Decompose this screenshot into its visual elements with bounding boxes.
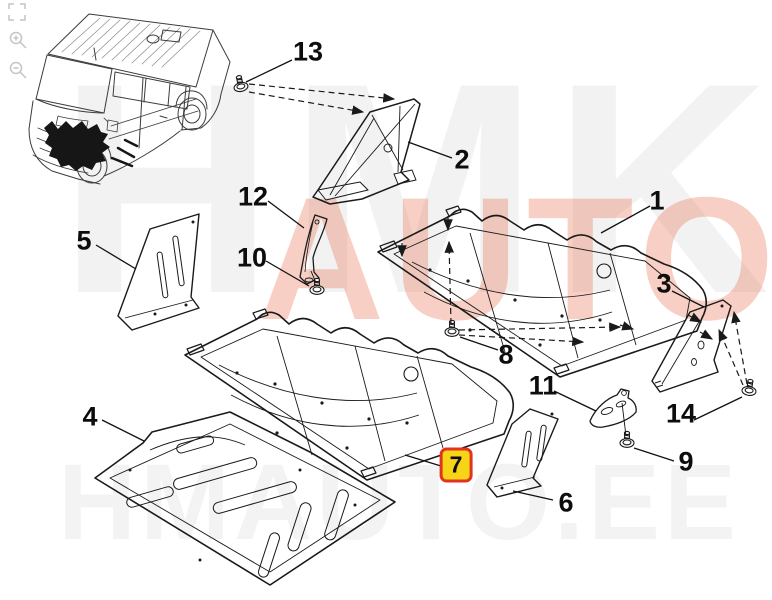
part-callout-14[interactable]: 14 — [665, 398, 697, 429]
zoom-out-icon[interactable] — [9, 61, 27, 79]
part-callout-4[interactable]: 4 — [82, 401, 98, 432]
van-illustration — [28, 13, 231, 185]
part-drawing-5[interactable] — [117, 213, 200, 331]
part-callout-1[interactable]: 1 — [649, 185, 665, 216]
assembly-dashed-lines — [248, 83, 748, 386]
bolt-8[interactable] — [444, 319, 460, 337]
part-callout-2[interactable]: 2 — [454, 144, 470, 175]
part-callout-8[interactable]: 8 — [498, 339, 514, 370]
part-callout-5[interactable]: 5 — [76, 225, 92, 256]
part-callout-13[interactable]: 13 — [292, 36, 324, 67]
part-drawing-6[interactable] — [486, 408, 559, 498]
viewer-toolbar — [8, 3, 27, 79]
engine-area-scribble — [44, 121, 110, 171]
zoom-in-icon[interactable] — [9, 31, 27, 49]
part-drawing-3[interactable] — [651, 299, 732, 393]
part-drawing-11[interactable] — [589, 388, 637, 428]
part-callout-3[interactable]: 3 — [656, 268, 672, 299]
part-callout-11[interactable]: 11 — [528, 370, 558, 401]
bolt-14[interactable] — [740, 377, 759, 397]
part-drawing-12[interactable] — [299, 214, 328, 285]
bolt-9[interactable] — [619, 430, 635, 448]
part-drawing-4[interactable] — [94, 411, 396, 586]
part-drawing-2[interactable] — [312, 98, 421, 205]
fit-to-screen-icon[interactable] — [8, 3, 26, 21]
part-callout-12[interactable]: 12 — [237, 181, 269, 212]
part-callout-6[interactable]: 6 — [558, 487, 574, 518]
mounting-point-arrows — [397, 216, 714, 340]
part-callout-7-selected[interactable]: 7 — [439, 447, 473, 483]
bolt-13[interactable] — [231, 73, 250, 94]
part-callout-9[interactable]: 9 — [678, 446, 694, 477]
part-callout-10[interactable]: 10 — [236, 242, 268, 273]
callout-leader-lines — [95, 59, 743, 501]
